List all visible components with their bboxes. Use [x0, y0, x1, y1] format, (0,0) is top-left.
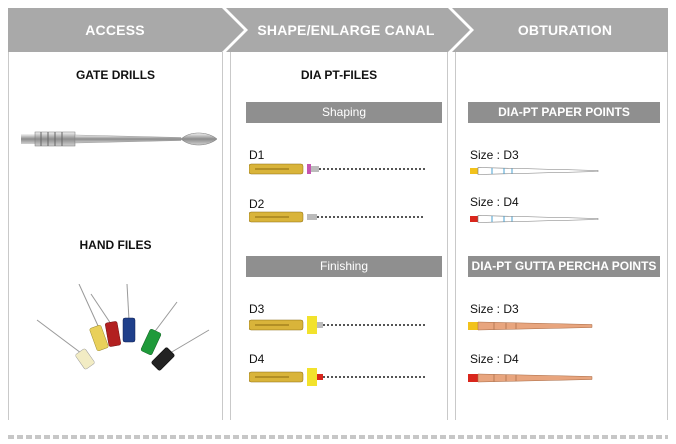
gutta-point-d4-icon: [468, 373, 593, 383]
gutta-point-d3-icon: [468, 321, 593, 331]
paper-d4-label: Size : D4: [470, 195, 519, 209]
header-access: ACCESS: [85, 22, 145, 38]
gate-drill-icon: [21, 131, 218, 147]
shaping-bar: Shaping: [246, 102, 442, 123]
file-d2-label: D2: [249, 197, 265, 211]
file-d2-icon: [249, 211, 425, 223]
file-d4-label: D4: [249, 352, 265, 366]
file-d4-icon: [249, 368, 425, 386]
finishing-bar: Finishing: [246, 256, 442, 277]
gate-drills-title: GATE DRILLS: [75, 68, 156, 82]
paper-point-d4-icon: [470, 215, 599, 223]
gp-d4-label: Size : D4: [470, 352, 519, 366]
file-d1-label: D1: [249, 148, 265, 162]
hand-files-icon: [36, 284, 210, 371]
obturation-column: DIA-PT PAPER POINTS Size : D3 Size : D4 …: [455, 52, 668, 420]
paper-point-d3-icon: [470, 167, 599, 175]
file-d1-icon: [249, 163, 425, 175]
file-d3-icon: [249, 316, 425, 334]
hand-files-title: HAND FILES: [79, 238, 152, 252]
paper-d3-label: Size : D3: [470, 148, 519, 162]
shape-column: DIA PT-FILES Shaping D1 D2 Finishing D3 …: [230, 52, 448, 420]
gutta-percha-bar: DIA-PT GUTTA PERCHA POINTS: [468, 256, 660, 277]
header-shape: SHAPE/ENLARGE CANAL: [257, 22, 435, 38]
header-obturation: OBTURATION: [517, 22, 613, 38]
dia-pt-files-title: DIA PT-FILES: [300, 68, 378, 82]
bottom-divider: [8, 435, 668, 439]
gp-d3-label: Size : D3: [470, 302, 519, 316]
header-arrows: [8, 8, 668, 52]
workflow-header: ACCESS SHAPE/ENLARGE CANAL OBTURATION: [8, 8, 668, 52]
file-d3-label: D3: [249, 302, 265, 316]
paper-points-bar: DIA-PT PAPER POINTS: [468, 102, 660, 123]
access-column: GATE DRILLS HAND FILES: [8, 52, 223, 420]
